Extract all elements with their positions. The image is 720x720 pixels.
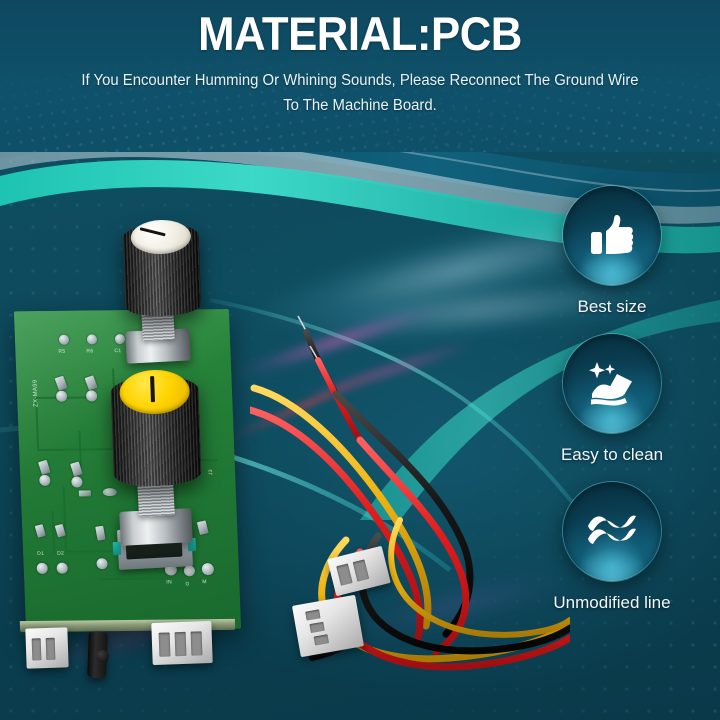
wavy-lines-icon (588, 515, 636, 544)
lower-potentiometer-knob[interactable] (110, 368, 202, 488)
board-connector-left (25, 627, 69, 669)
feature-badge-list: Best size Easy to clean (522, 186, 702, 630)
lower-knob-indicator (150, 376, 155, 403)
badge-label-best-size: Best size (577, 297, 647, 316)
sparkle-clean-hand-icon (589, 362, 632, 406)
page-subtitle: If You Encounter Humming Or Whining Soun… (81, 72, 639, 114)
lower-knob-cap-yellow (118, 368, 191, 416)
thumbs-up-icon (591, 215, 634, 254)
upper-knob-indicator (139, 227, 166, 237)
jst-connector-3pin (291, 594, 365, 658)
badge-circle-easy-to-clean (561, 334, 663, 434)
board-connector-right (151, 620, 213, 666)
product-image-pcb-controller: R5 R6 C1 ZX-MA99 D1 D2 (0, 180, 340, 700)
badge-circle-unmodified-line (561, 482, 663, 582)
badge-label-unmodified-line: Unmodified line (553, 593, 671, 612)
upper-potentiometer-knob[interactable] (122, 218, 202, 318)
feature-badge-unmodified-line[interactable]: Unmodified line (522, 482, 702, 613)
feature-badge-easy-to-clean[interactable]: Easy to clean (522, 334, 702, 465)
board-standoff (96, 650, 109, 663)
header-band (0, 0, 720, 152)
badge-circle-best-size (561, 186, 663, 286)
badge-label-easy-to-clean: Easy to clean (560, 445, 664, 464)
upper-knob-cap-white (130, 218, 192, 256)
feature-badge-best-size[interactable]: Best size (522, 186, 702, 317)
page-title: MATERIAL:PCB (198, 7, 522, 60)
